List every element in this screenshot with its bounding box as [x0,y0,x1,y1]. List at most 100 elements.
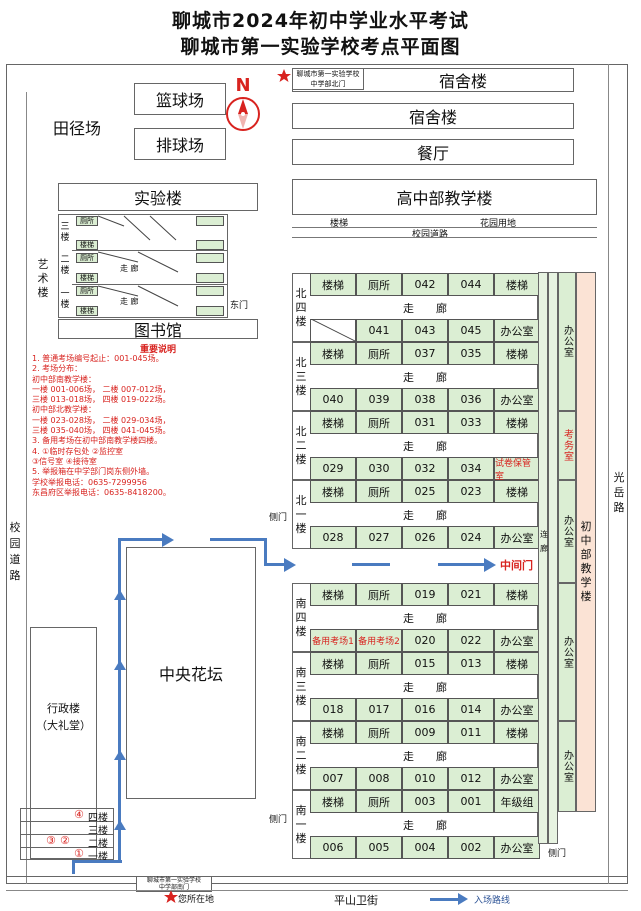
corridor-label: 走 廊 [403,749,447,763]
art-building [58,214,228,318]
east-gate-label: 东门 [230,301,249,311]
admin-floor-4: 四楼 [88,813,108,824]
route-arrow-right-icon [284,558,296,572]
office-room: 办公室 [558,583,576,721]
room-cell: 备用考场2 [356,629,402,652]
room-cell: 019 [402,583,448,606]
office-room: 办公室 [558,721,576,812]
room-cell: 楼梯 [310,342,356,365]
room-cell: 楼梯 [310,652,356,675]
route-arrow [438,563,486,566]
room-cell: 022 [448,629,494,652]
room-cell: 015 [402,652,448,675]
route-arrow [118,540,121,862]
room-cell: 006 [310,836,356,859]
side-gate-south: 侧门 [269,815,288,825]
route-arrow [264,538,267,566]
room-cell: 016 [402,698,448,721]
admin-floor-divider [20,847,114,848]
volleyball-court: 排球场 [134,128,226,160]
room-cell: 厕所 [356,790,402,813]
central-garden: 中央花坛 [126,547,256,799]
route-arrow-right-icon [484,558,496,572]
room-cell: 032 [402,457,448,480]
room-cell: 020 [402,629,448,652]
corridor-label: 走 廊 [403,439,447,453]
room-cell [310,319,356,342]
art-stairs-3: 楼梯 [76,240,98,250]
art-room-3 [196,216,224,226]
office-room: 考务室 [558,411,576,480]
room-cell: 036 [448,388,494,411]
room-cell: 030 [356,457,402,480]
floor-label: 南四楼 [295,597,307,638]
campus-road-label: 校园道路 [412,230,449,240]
room-cell: 034 [448,457,494,480]
art-room-1b [196,306,224,316]
marker-1-bag-storage: ① [74,847,84,860]
room-cell: 厕所 [356,480,402,503]
admin-building-label: 行政楼（大礼堂） [36,702,91,732]
art-stairs-2: 楼梯 [76,273,98,283]
south-gate-label: 聊城市第一实验学校中学部南门 [136,876,212,892]
room-cell: 026 [402,526,448,549]
room-cell: 005 [356,836,402,859]
office-label: 办公室 [561,325,573,358]
dorm-building-2: 宿舍楼 [292,103,574,129]
art-floor-divider [72,284,228,285]
art-stairs-1: 楼梯 [76,306,98,316]
corridor-label: 走 廊 [403,370,447,384]
room-cell: 008 [356,767,402,790]
campus-road-line-2 [292,237,597,238]
room-cell: 楼梯 [494,652,540,675]
west-campus-road-label: 校园道路 [9,521,21,582]
admin-floor-2: 二楼 [88,839,108,850]
canteen: 餐厅 [292,139,574,165]
room-cell: 043 [402,319,448,342]
room-cell: 035 [448,342,494,365]
dorm-building-1: 宿舍楼 [292,68,574,92]
office-label: 办公室 [561,750,573,783]
corridor-label: 走 廊 [403,301,447,315]
corridor-label: 走 廊 [403,680,447,694]
art-floor-divider [72,250,228,251]
room-cell: 009 [402,721,448,744]
office-room: 办公室 [558,480,576,583]
west-road-line [26,92,27,884]
floor-label: 北三楼 [295,356,307,397]
art-corridor-1: 走 廊 [120,297,139,306]
side-gate-north: 侧门 [269,513,288,523]
room-cell: 办公室 [494,319,540,342]
room-cell: 厕所 [356,411,402,434]
office-label: 办公室 [561,515,573,548]
legend-route-label: 入场路线 [474,896,511,906]
office-label: 办公室 [561,635,573,669]
route-arrow-up-icon [114,750,126,830]
street-line [6,890,628,891]
room-cell: 027 [356,526,402,549]
lab-building: 实验楼 [58,183,258,211]
admin-floor-divider [20,834,114,835]
room-cell: 023 [448,480,494,503]
notes-heading: 重要说明 [139,345,176,355]
room-cell: 楼梯 [494,273,540,296]
side-gate-east: 侧门 [548,849,567,859]
room-cell: 办公室 [494,629,540,652]
room-cell: 033 [448,411,494,434]
room-cell: 办公室 [494,526,540,549]
library: 图书馆 [58,319,258,340]
room-cell: 厕所 [356,342,402,365]
room-cell: 楼梯 [494,342,540,365]
room-cell: 办公室 [494,836,540,859]
campus-boundary [6,64,628,884]
admin-floor-1: 一楼 [88,852,108,863]
art-floor-1: 一楼 [60,289,70,310]
junior-school-building [576,272,596,812]
room-cell: 042 [402,273,448,296]
room-cell: 004 [402,836,448,859]
art-room-2b [196,273,224,283]
art-room-1 [196,286,224,296]
legend-arrow-icon [458,893,468,905]
route-arrow [352,563,390,566]
floor-label: 北四楼 [295,287,307,328]
